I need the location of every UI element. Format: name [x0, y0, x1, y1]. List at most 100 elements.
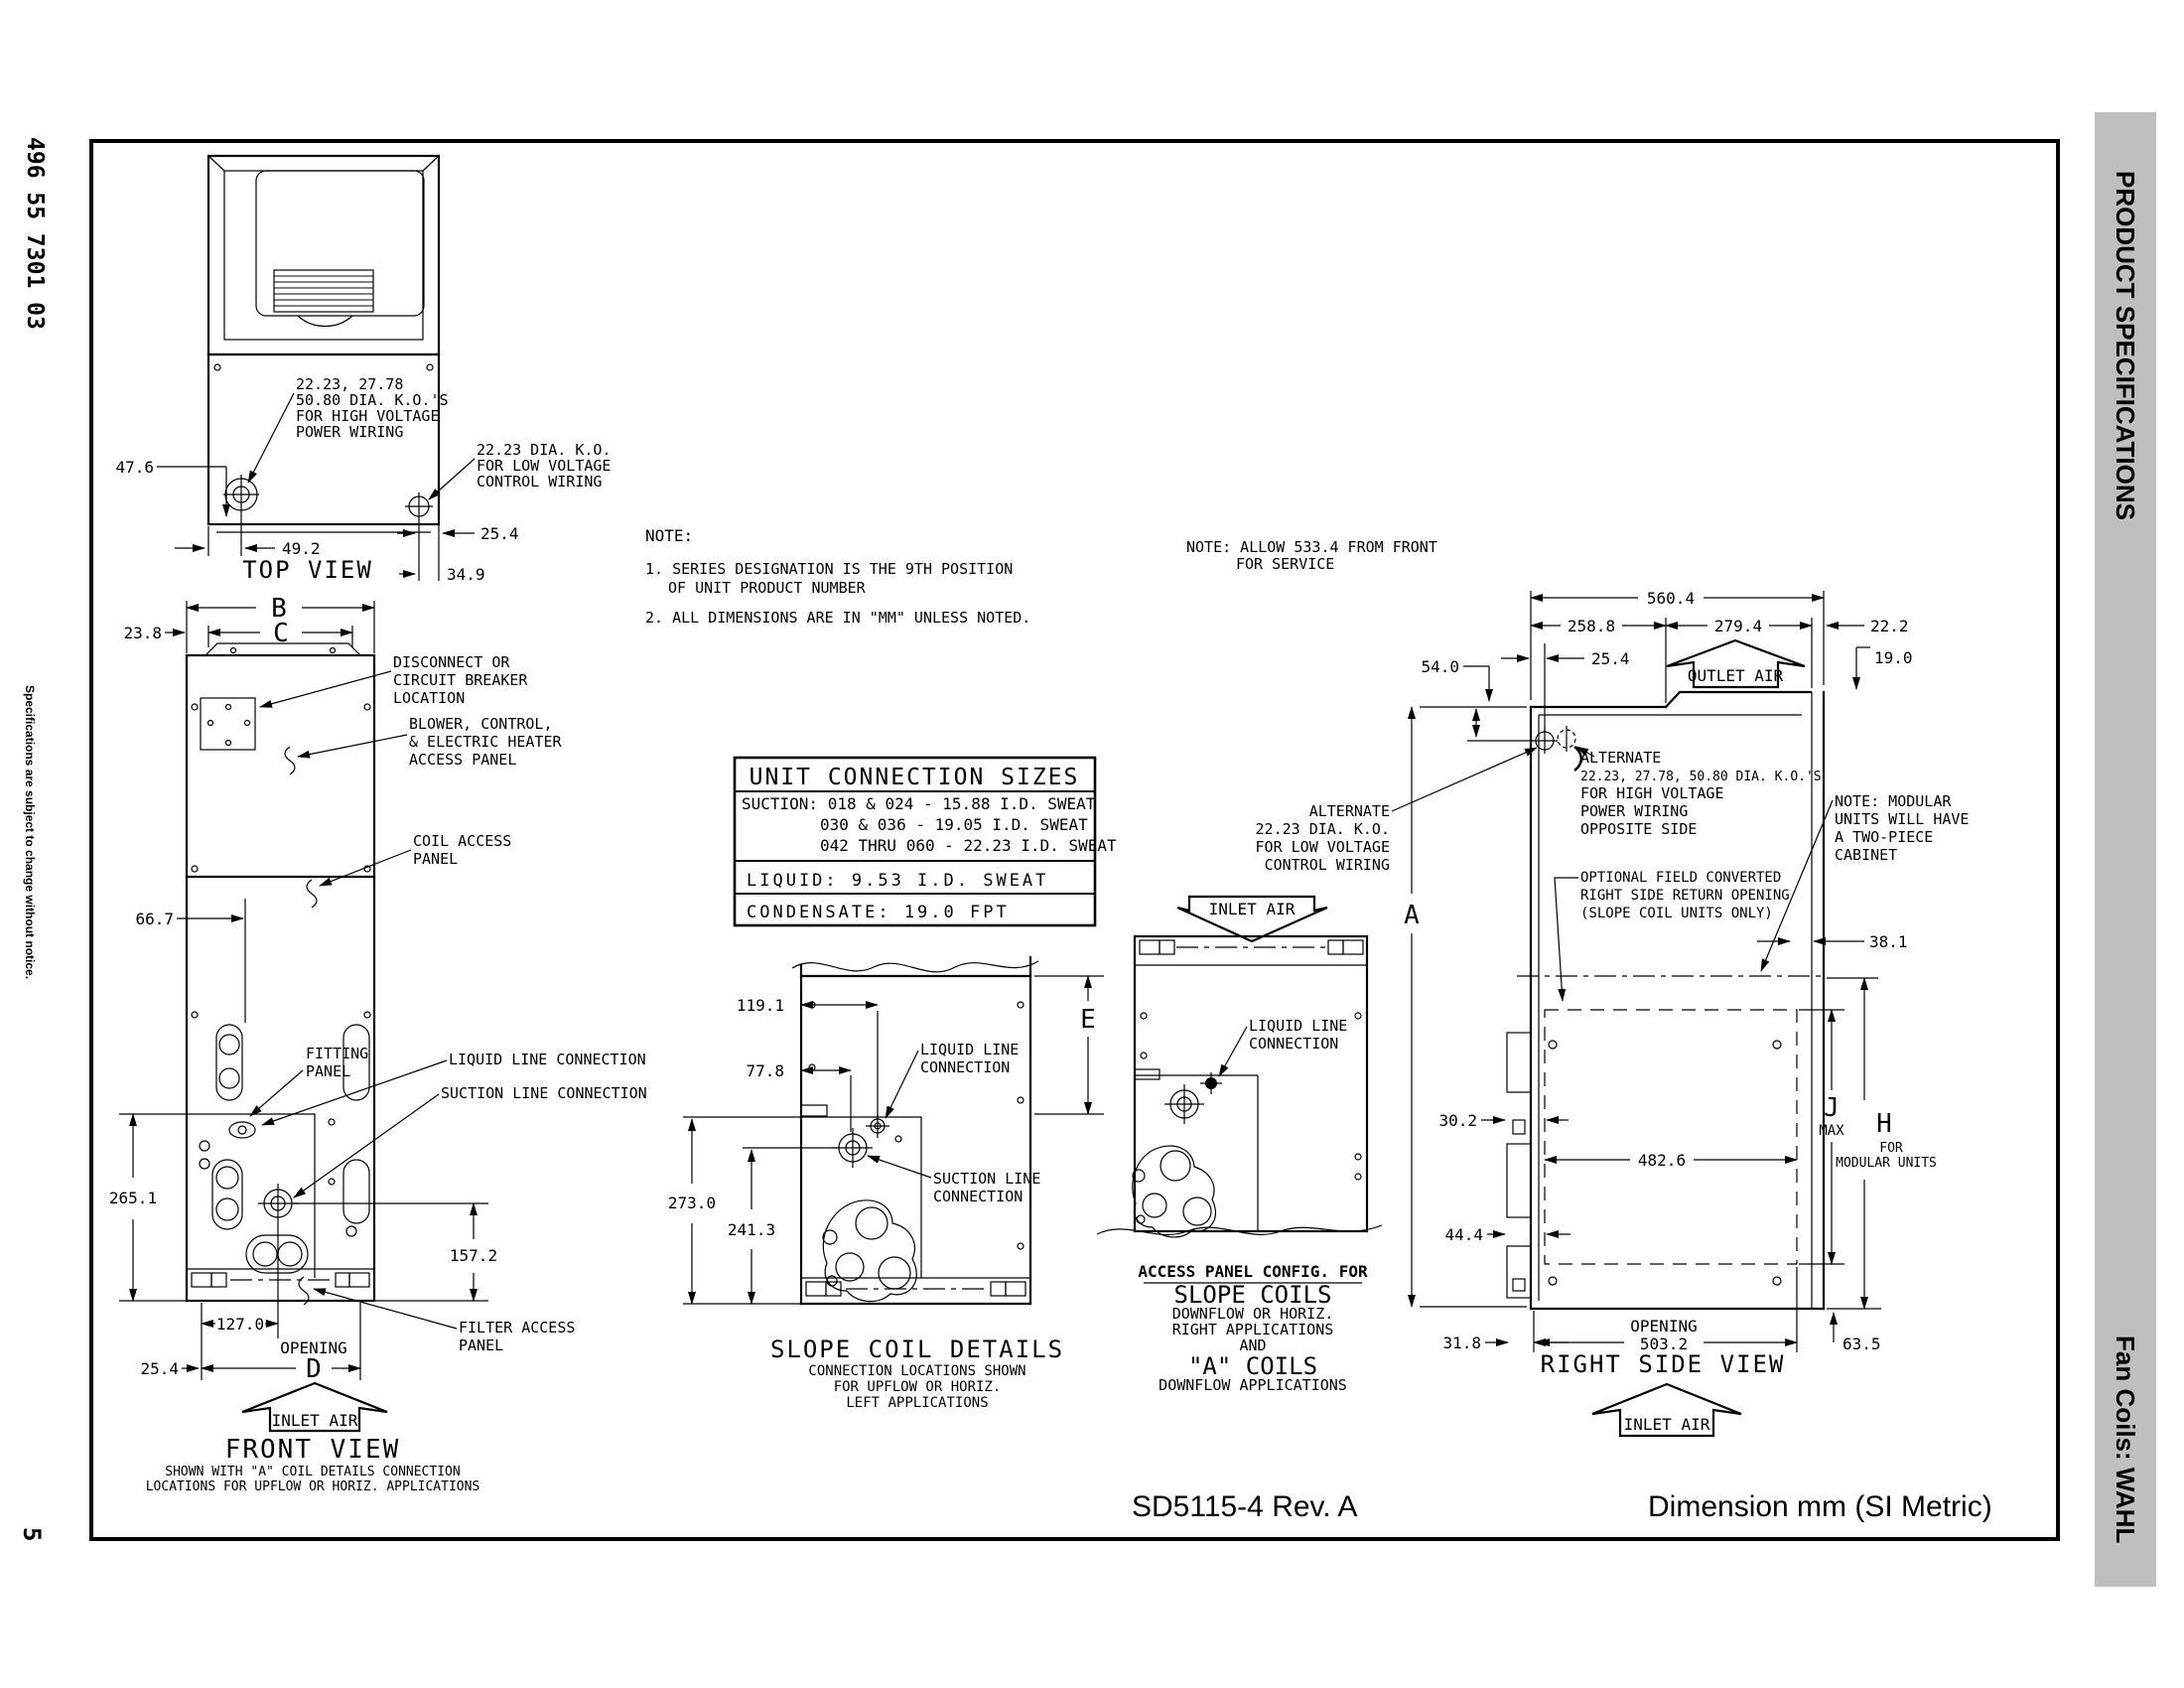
coil-access-label-2: PANEL	[413, 850, 458, 868]
note-2: 2. ALL DIMENSIONS ARE IN "MM" UNLESS NOT…	[645, 609, 1030, 627]
dim-44-4: 44.4	[1444, 1225, 1483, 1244]
low-voltage-ko	[405, 492, 433, 520]
top-view: 22.23, 27.78 50.80 DIA. K.O.'S FOR HIGH …	[115, 154, 611, 584]
suction-ko-access	[1164, 1084, 1204, 1124]
left-margin: 496 55 7301 03 Specifications are subjec…	[18, 137, 48, 1541]
dim-279-4: 279.4	[1714, 617, 1762, 635]
front-view-sub-2: LOCATIONS FOR UPFLOW OR HORIZ. APPLICATI…	[146, 1479, 480, 1494]
lv-ko-label-3: CONTROL WIRING	[477, 473, 602, 491]
alt-lv-label-4: CONTROL WIRING	[1265, 856, 1390, 874]
access-caption-1: ACCESS PANEL CONFIG. FOR	[1138, 1262, 1368, 1281]
access-caption-5: AND	[1239, 1336, 1266, 1354]
slope-coil-view: 119.1 77.8 273.0 241.3 E LIQUID LINE CON…	[668, 955, 1104, 1411]
side-inlet-air: INLET AIR	[1624, 1415, 1710, 1434]
access-liquid-label-2: CONNECTION	[1249, 1035, 1338, 1053]
front-view-sub-1: SHOWN WITH "A" COIL DETAILS CONNECTION	[165, 1465, 460, 1479]
dim-265-1: 265.1	[109, 1189, 157, 1207]
dimension-note: Dimension mm (SI Metric)	[1648, 1490, 1992, 1523]
condensate-row: CONDENSATE: 19.0 FPT	[747, 903, 1010, 922]
suction-row-1: SUCTION: 018 & 024 - 15.88 I.D. SWEAT	[742, 794, 1096, 813]
slope-suction-label-2: CONNECTION	[933, 1188, 1023, 1205]
dim-E: E	[1080, 1005, 1096, 1035]
alt-hv-label-3: FOR HIGH VOLTAGE	[1580, 784, 1724, 802]
slope-liquid-label-2: CONNECTION	[920, 1058, 1010, 1076]
dim-241-3: 241.3	[728, 1220, 775, 1239]
suction-row-3: 042 THRU 060 - 22.23 I.D. SWEAT	[820, 836, 1117, 855]
part-number: 496 55 7301 03	[22, 137, 48, 330]
connection-table: UNIT CONNECTION SIZES SUCTION: 018 & 024…	[733, 756, 1117, 927]
hv-ko-label-4: POWER WIRING	[296, 423, 403, 441]
dim-38-1: 38.1	[1869, 932, 1908, 951]
dim-25-4-side: 25.4	[1591, 649, 1630, 668]
service-note-2: FOR SERVICE	[1236, 555, 1334, 573]
side-opening-label: OPENING	[1630, 1317, 1697, 1336]
blower-label-2: & ELECTRIC HEATER	[409, 733, 562, 751]
fitting-panel-label-1: FITTING	[306, 1045, 368, 1062]
front-inlet-air: INLET AIR	[272, 1411, 358, 1430]
liquid-ko-slope	[866, 1114, 889, 1138]
alt-hv-label-2: 22.23, 27.78, 50.80 DIA. K.O.'S	[1580, 770, 1822, 784]
optional-label-1: OPTIONAL FIELD CONVERTED	[1580, 870, 1781, 886]
alt-hv-label-1: ALTERNATE	[1580, 749, 1661, 767]
suction-line-label: SUCTION LINE CONNECTION	[441, 1084, 647, 1102]
notes-block: NOTE: 1. SERIES DESIGNATION IS THE 9TH P…	[645, 526, 1437, 627]
dim-19-0: 19.0	[1874, 648, 1913, 667]
blower-label-3: ACCESS PANEL	[409, 751, 516, 769]
filter-access-label-2: PANEL	[459, 1336, 503, 1354]
dim-54-0: 54.0	[1421, 657, 1459, 676]
slope-caption: SLOPE COIL DETAILS	[770, 1336, 1064, 1363]
access-liquid-label-1: LIQUID LINE	[1249, 1017, 1347, 1035]
slope-sub-3: LEFT APPLICATIONS	[846, 1395, 988, 1411]
dim-49-2: 49.2	[282, 539, 321, 558]
top-view-caption: TOP VIEW	[242, 556, 373, 584]
sidebar-bar	[2095, 112, 2156, 1587]
dim-66-7: 66.7	[135, 910, 174, 928]
dim-127-0: 127.0	[216, 1315, 264, 1334]
opening-label: OPENING	[280, 1338, 346, 1357]
coil-hatch	[274, 275, 373, 307]
drawing-border	[89, 139, 2060, 1541]
hv-ko-label-2: 50.80 DIA. K.O.'S	[296, 391, 449, 409]
dim-63-5: 63.5	[1843, 1335, 1881, 1353]
lv-ko-label-1: 22.23 DIA. K.O.	[477, 441, 611, 459]
sidebar-subtitle: Fan Coils: WAHL	[2111, 1336, 2140, 1544]
dim-J-max: MAX	[1819, 1123, 1844, 1139]
side-view-caption: RIGHT SIDE VIEW	[1541, 1350, 1786, 1378]
dim-23-8: 23.8	[123, 624, 162, 642]
dim-31-8: 31.8	[1442, 1334, 1481, 1352]
footer: SD5115-4 Rev. A Dimension mm (SI Metric)	[1132, 1490, 1992, 1523]
slope-liquid-label-1: LIQUID LINE	[920, 1041, 1019, 1058]
dim-J: J	[1824, 1093, 1840, 1123]
dim-47-6: 47.6	[115, 458, 154, 477]
disconnect-location-box	[200, 697, 256, 751]
high-voltage-ko	[223, 475, 259, 514]
fitting-panel-label-2: PANEL	[306, 1062, 350, 1080]
alt-lv-label-2: 22.23 DIA. K.O.	[1256, 820, 1390, 838]
modular-note-2: UNITS WILL HAVE	[1835, 810, 1969, 828]
dim-B: B	[271, 594, 287, 624]
hv-ko-label-1: 22.23, 27.78	[296, 375, 403, 393]
suction-row-2: 030 & 036 - 19.05 I.D. SWEAT	[820, 815, 1088, 834]
hv-ko-label-3: FOR HIGH VOLTAGE	[296, 407, 440, 425]
disconnect-label-2: CIRCUIT BREAKER	[393, 671, 528, 689]
dim-D: D	[306, 1354, 322, 1384]
dim-482-6: 482.6	[1638, 1151, 1686, 1170]
slope-sub-2: FOR UPFLOW OR HORIZ.	[834, 1379, 1002, 1395]
note-1b: OF UNIT PRODUCT NUMBER	[668, 579, 867, 597]
dim-25-4-top: 25.4	[480, 524, 519, 543]
page-number: 5	[18, 1527, 46, 1541]
front-view: B C 23.8	[109, 594, 647, 1494]
access-caption-6: "A" COILS	[1188, 1352, 1317, 1380]
alt-lv-label-3: FOR LOW VOLTAGE	[1256, 838, 1390, 856]
liquid-row: LIQUID: 9.53 I.D. SWEAT	[747, 871, 1048, 891]
note-heading: NOTE:	[645, 526, 693, 545]
dim-77-8: 77.8	[746, 1061, 784, 1080]
access-caption-3: DOWNFLOW OR HORIZ.	[1172, 1305, 1334, 1323]
optional-label-2: RIGHT SIDE RETURN OPENING	[1580, 888, 1790, 904]
modular-note-4: CABINET	[1835, 846, 1897, 864]
dim-34-9: 34.9	[447, 565, 485, 584]
liquid-line-label: LIQUID LINE CONNECTION	[449, 1051, 646, 1068]
doc-number: SD5115-4 Rev. A	[1132, 1490, 1357, 1523]
sidebar: PRODUCT SPECIFICATIONS Fan Coils: WAHL	[2095, 112, 2156, 1587]
